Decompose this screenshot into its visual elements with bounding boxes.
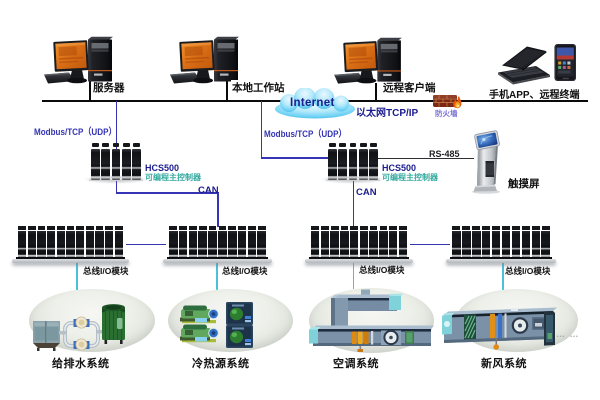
- touchscreen-kiosk: [472, 130, 500, 194]
- drop-line-2: [216, 260, 219, 290]
- io-rack1-label: 总线I/O模块: [83, 265, 129, 276]
- plc-controller-1: [83, 143, 149, 184]
- can-left-label: CAN: [198, 184, 219, 196]
- ethernet-label: 以太网TCP/IP: [356, 108, 419, 119]
- rack3-rack4-link: [410, 243, 450, 246]
- firewall-label: 防火墙: [435, 109, 458, 118]
- can-right-label: CAN: [356, 187, 377, 198]
- remote-client-drop-line: [375, 83, 378, 100]
- touchscreen-label: 触摸屏: [508, 177, 540, 190]
- server-label: 服务器: [93, 82, 125, 94]
- modbus-right-label: Modbus/TCP（UDP）: [264, 128, 347, 140]
- ac-system-label: 空调系统: [333, 357, 379, 370]
- rs485-line: [378, 157, 474, 160]
- modbus-right-hline: [260, 157, 331, 160]
- continuation-dots: … …: [556, 329, 580, 339]
- internet-label: Internet: [290, 97, 335, 109]
- can-left-vline: [216, 192, 219, 228]
- io-rack2-label: 总线I/O模块: [222, 265, 268, 276]
- io-rack3-label: 总线I/O模块: [359, 265, 405, 275]
- workstation-label: 本地工作站: [231, 80, 286, 95]
- rs485-label: RS-485: [429, 148, 460, 159]
- modbus-left-hline: [115, 192, 219, 195]
- plc-controller-2: [320, 143, 386, 184]
- io-rack-2: [163, 226, 272, 263]
- can-right-vline: [352, 178, 355, 227]
- rack1-rack2-link: [126, 243, 166, 246]
- controller2-desc-label: 可编程主控制器: [382, 173, 438, 182]
- io-rack4-label: 总线I/O模块: [505, 266, 551, 276]
- ac-system-art: [309, 289, 434, 352]
- modbus-right-vline: [260, 101, 263, 159]
- hvac-source-label: 冷热源系统: [192, 357, 250, 370]
- drop-line-4: [502, 261, 505, 290]
- drop-line-3: [352, 258, 355, 289]
- controller2-model-label: HCS500: [382, 163, 417, 173]
- controller1-model-label: HCS500: [145, 163, 180, 173]
- modbus-left-label: Modbus/TCP（UDP）: [34, 126, 117, 138]
- io-rack-4: [446, 226, 556, 263]
- modbus-left-vline: [115, 101, 118, 194]
- drop-line-1: [76, 261, 79, 290]
- workstation-drop-line: [226, 74, 228, 100]
- fresh-air-art: [442, 307, 557, 350]
- water-system-label: 给排水系统: [52, 357, 110, 370]
- io-rack-3: [305, 226, 413, 263]
- water-system-art: [33, 304, 125, 351]
- laptop-phone-icon: [498, 44, 576, 85]
- internet-cloud: [275, 88, 355, 119]
- firewall-icon: [433, 95, 462, 109]
- controller1-desc-label: 可编程主控制器: [145, 173, 201, 182]
- workstation-icon: [170, 36, 239, 84]
- hvac-source-art: [179, 302, 253, 348]
- io-rack-1: [12, 226, 129, 263]
- remote-client-label: 远程客户端: [383, 82, 436, 94]
- server-drop-line: [88, 74, 91, 100]
- mobile-terminal-label: 手机APP、远程终端: [489, 89, 580, 101]
- fresh-air-label: 新风系统: [481, 357, 527, 370]
